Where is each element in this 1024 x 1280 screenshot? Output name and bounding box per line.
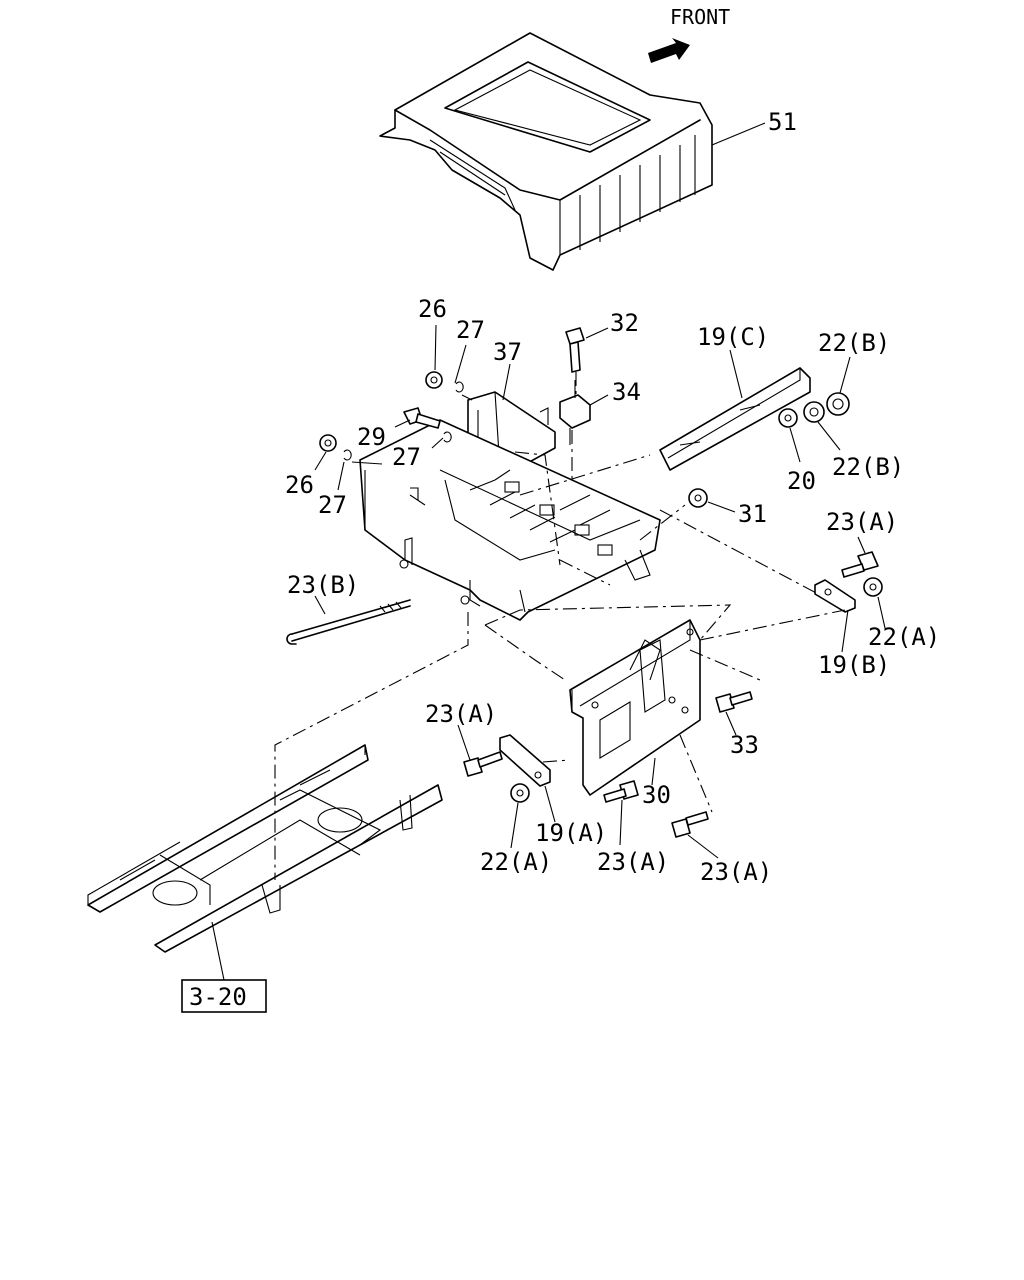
- assembly-line-g: [689, 649, 761, 681]
- part-22a-nut-bottom: [510, 783, 530, 803]
- part-31-nut: [688, 488, 708, 508]
- label-29: 29: [357, 423, 386, 451]
- label-23b: 23(B): [287, 571, 359, 599]
- label-30: 30: [642, 781, 671, 809]
- front-label: FRONT: [670, 5, 730, 29]
- label-34: 34: [612, 378, 641, 406]
- leader-23b: [314, 595, 326, 615]
- assembly-line-k: [679, 734, 713, 813]
- leader-19c: [729, 349, 743, 399]
- part-30-plate: [569, 619, 701, 796]
- part-32-bolt: [565, 327, 585, 373]
- leader-20: [789, 427, 801, 463]
- leader-51: [711, 122, 766, 146]
- leader-3-20: [211, 921, 225, 981]
- part-chassis-frame: [87, 744, 443, 953]
- part-23a-bolt-mid: [603, 780, 639, 803]
- label-27-lower: 27: [318, 491, 347, 519]
- leader-19b: [841, 609, 849, 653]
- leader-26a: [434, 324, 437, 371]
- leader-27b: [431, 437, 444, 449]
- label-19a: 19(A): [535, 819, 607, 847]
- leader-26b: [314, 451, 327, 471]
- part-main-frame: [359, 419, 661, 621]
- part-19a-bracket: [499, 734, 551, 787]
- assembly-line-i: [559, 559, 611, 586]
- part-26-nut-lower: [319, 434, 337, 452]
- label-32: 32: [610, 309, 639, 337]
- assembly-line-d: [519, 454, 651, 496]
- leader-34: [589, 394, 609, 406]
- label-51: 51: [768, 108, 797, 136]
- part-22a-nut-right: [863, 577, 883, 597]
- part-26-nut-upper: [425, 371, 443, 389]
- assembly-line-l: [542, 759, 571, 763]
- leader-22b-top: [839, 356, 851, 394]
- leader-33: [725, 711, 737, 736]
- part-27-ring-mid: [443, 431, 452, 443]
- reference-tag-3-20: 3-20: [189, 983, 247, 1011]
- part-19b-bracket: [814, 579, 856, 613]
- part-23a-bolt-left: [463, 751, 503, 777]
- leader-23a-bottom: [687, 834, 719, 859]
- label-23a-bottom: 23(A): [700, 858, 772, 886]
- part-27-ring-upper: [455, 381, 464, 393]
- label-19b: 19(B): [818, 651, 890, 679]
- leader-37: [502, 363, 511, 401]
- part-23a-bolt-bottom: [671, 811, 709, 838]
- leader-29: [394, 419, 411, 428]
- part-29-bolt: [403, 407, 441, 429]
- assembly-line-f: [639, 504, 686, 541]
- part-51-cover: [379, 32, 713, 271]
- part-22b-nut-upper: [826, 392, 850, 416]
- part-33-bolt: [715, 691, 753, 713]
- label-31: 31: [738, 500, 767, 528]
- leader-23a-left: [457, 724, 471, 761]
- part-20-washer: [778, 408, 798, 428]
- label-37: 37: [493, 338, 522, 366]
- part-19c-rail: [659, 367, 811, 471]
- stud-upper: [351, 394, 473, 465]
- front-arrow-icon: [648, 38, 690, 63]
- part-23b-hook-bolt: [286, 599, 411, 645]
- label-23a-left: 23(A): [425, 700, 497, 728]
- leader-23a-right: [857, 536, 866, 554]
- leader-19a: [544, 785, 556, 823]
- part-27-ring-lower: [343, 449, 352, 461]
- leader-22a-bottom: [510, 802, 519, 849]
- label-19c: 19(C): [697, 323, 769, 351]
- leader-27c: [337, 461, 345, 491]
- label-22b-bottom: 22(B): [832, 453, 904, 481]
- label-23a-mid: 23(A): [597, 848, 669, 876]
- leader-22b-bottom: [817, 421, 841, 451]
- label-22b-top: 22(B): [818, 329, 890, 357]
- label-27-mid: 27: [392, 443, 421, 471]
- assembly-line-j: [514, 451, 561, 566]
- leader-22a-right: [877, 596, 886, 629]
- assembly-line-e: [659, 509, 821, 596]
- part-34-bracket: [559, 380, 591, 445]
- label-22a-bottom: 22(A): [480, 848, 552, 876]
- assembly-line-b: [484, 624, 566, 681]
- assembly-line-h: [699, 609, 846, 641]
- label-26-lower: 26: [285, 471, 314, 499]
- leader-23a-mid: [619, 799, 623, 846]
- label-33: 33: [730, 731, 759, 759]
- label-20: 20: [787, 467, 816, 495]
- centerline-32-34: [571, 372, 577, 590]
- label-26-upper: 26: [418, 295, 447, 323]
- part-23a-bolt-right: [841, 551, 879, 578]
- assembly-line-c: [484, 604, 732, 641]
- part-22b-nut-lower: [803, 401, 825, 423]
- label-22a-right: 22(A): [868, 623, 940, 651]
- leader-32: [585, 327, 609, 339]
- label-23a-right: 23(A): [826, 508, 898, 536]
- label-27-upper: 27: [456, 316, 485, 344]
- leader-30: [651, 757, 656, 786]
- leader-27a: [454, 344, 467, 384]
- assembly-line-a: [274, 612, 469, 880]
- leader-31: [707, 501, 736, 513]
